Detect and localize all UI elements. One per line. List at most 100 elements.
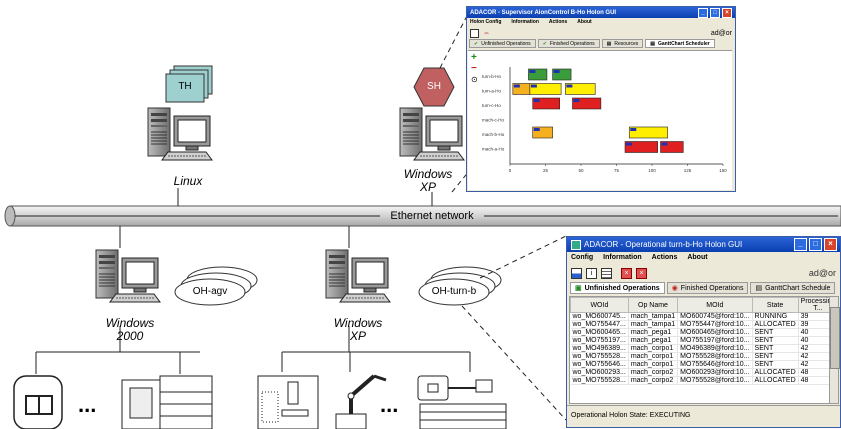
table-cell: mach_pega1 (628, 328, 679, 337)
tab-resources[interactable]: ▦Resources (601, 39, 644, 48)
winxp-top-os-line2: XP (419, 180, 436, 194)
gantt-bar[interactable] (624, 141, 658, 153)
tab-finished-operations[interactable]: ◉Finished Operations (666, 282, 749, 294)
table-cell: wo_MO600293... (570, 368, 629, 377)
refresh-icon[interactable]: ⇔ (483, 29, 490, 37)
holon-state-text: Operational Holon State: EXECUTING (571, 412, 691, 419)
minimize-button[interactable]: _ (698, 7, 708, 18)
tab-finished-operations[interactable]: ✔Finished Operations (537, 39, 600, 48)
winxp-bottom-pc-icon (325, 249, 391, 303)
table-cell: MO600293@ford:10... (677, 368, 753, 377)
zoom-in-icon[interactable]: + (471, 52, 477, 63)
cancel-icon[interactable]: × (621, 267, 632, 279)
table-cell: mach_corpo2 (628, 368, 679, 377)
table-cell: MO755528@ford:10... (677, 376, 753, 385)
sh-holon-label: SH (427, 81, 441, 92)
app-icon (571, 239, 581, 250)
winxp-bottom-os-line1: Windows (333, 316, 383, 330)
menu-actions[interactable]: Actions (651, 254, 678, 261)
column-header[interactable]: Op Name (627, 297, 679, 313)
linux-os-label: Linux (173, 174, 203, 188)
scrollbar-thumb[interactable] (830, 307, 840, 369)
brand-logo: ad@or (710, 29, 732, 37)
menu-holon-config[interactable]: Holon Config (470, 19, 502, 25)
stop-icon[interactable]: × (636, 267, 647, 279)
table-cell: SENT (752, 352, 799, 361)
maximize-button[interactable]: □ (710, 7, 720, 18)
th-holon-icon (165, 65, 213, 103)
menu-about[interactable]: About (687, 254, 708, 261)
gantt-bar[interactable] (628, 126, 668, 139)
table-scrollbar[interactable] (829, 296, 840, 404)
gantt-tick-label: 150 (719, 168, 727, 173)
tab-label: Finished Operations (680, 284, 744, 292)
table-icon[interactable] (601, 267, 612, 279)
table-cell: mach_corpo1 (628, 360, 679, 369)
table-cell: 39 (798, 320, 829, 329)
menu-about[interactable]: About (577, 19, 592, 25)
gantt-bar-flag (553, 70, 560, 73)
gantt-bar[interactable] (532, 126, 553, 139)
tab-label: Finished Operations (549, 40, 595, 47)
table-cell: MO755528@ford:10... (677, 352, 753, 361)
close-button[interactable]: × (722, 7, 732, 18)
gantt-bar[interactable] (532, 97, 561, 110)
gantt-bar[interactable] (529, 83, 562, 95)
gantt-bar[interactable] (565, 83, 596, 95)
win2000-pc-icon (95, 249, 161, 303)
window-title: ADACOR - Supervisor AionControl B-Ho Hol… (470, 9, 617, 16)
gantt-bar[interactable] (528, 68, 548, 81)
callout-sh (439, 9, 471, 69)
ethernet-network-label: Ethernet network (390, 210, 474, 222)
gantt-bar[interactable] (552, 68, 572, 81)
menu-config[interactable]: Config (571, 254, 594, 261)
gantt-bar-flag (626, 142, 633, 146)
info-icon[interactable]: i (586, 267, 597, 279)
tab-unfinished-operations[interactable]: ✔Unfinished Operations (469, 39, 536, 48)
conveyor-machine-icon (417, 375, 507, 429)
gantt-bar[interactable] (572, 97, 602, 110)
gantt-row-label: turn-a-Ho (482, 89, 502, 94)
table-cell: 48 (798, 376, 829, 385)
grid-icon[interactable] (470, 28, 479, 38)
window-title: ADACOR - Operational turn-b-Ho Holon GUI (584, 240, 743, 249)
menu-information[interactable]: Information (511, 19, 539, 25)
table-cell: 42 (798, 360, 829, 369)
maximize-button[interactable]: □ (809, 238, 822, 251)
table-cell: SENT (752, 336, 799, 345)
column-header[interactable]: MOId (677, 297, 753, 313)
tab-label: GanttChart Schedule (765, 284, 831, 292)
table-cell: MO755646@ford:10... (677, 360, 753, 369)
column-header[interactable]: State (751, 297, 799, 313)
tab-unfinished-operations[interactable]: ▣Unfinished Operations (570, 282, 665, 294)
gantt-tick-label: 25 (543, 168, 549, 173)
callout-oh-top (479, 235, 567, 279)
zoom-out-icon[interactable]: − (471, 63, 477, 74)
supervisor-holon-window: ADACOR - Supervisor AionControl B-Ho Hol… (466, 6, 736, 192)
close-button[interactable]: × (824, 238, 837, 251)
table-cell: wo_MO755528... (570, 352, 629, 361)
column-header[interactable]: WOId (570, 297, 629, 313)
tab-gantt-schedule[interactable]: ▤GanttChart Schedule (750, 282, 836, 294)
chart-icon[interactable] (571, 267, 582, 279)
table-cell: mach_corpo1 (628, 344, 679, 353)
minimize-button[interactable]: _ (794, 238, 807, 251)
menu-actions[interactable]: Actions (548, 19, 568, 25)
table-cell: mach_corpo1 (628, 352, 679, 361)
tab-label: GanttChart Scheduler (658, 40, 710, 47)
gantt-tick-label: 75 (614, 168, 620, 173)
menu-information[interactable]: Information (603, 254, 642, 261)
reset-view-icon[interactable]: ⊙ (471, 75, 478, 84)
column-header[interactable]: Processing T... (797, 297, 829, 313)
tab-gantt-scheduler[interactable]: ▤GanttChart Scheduler (645, 39, 715, 48)
gantt-bar[interactable] (660, 141, 684, 153)
